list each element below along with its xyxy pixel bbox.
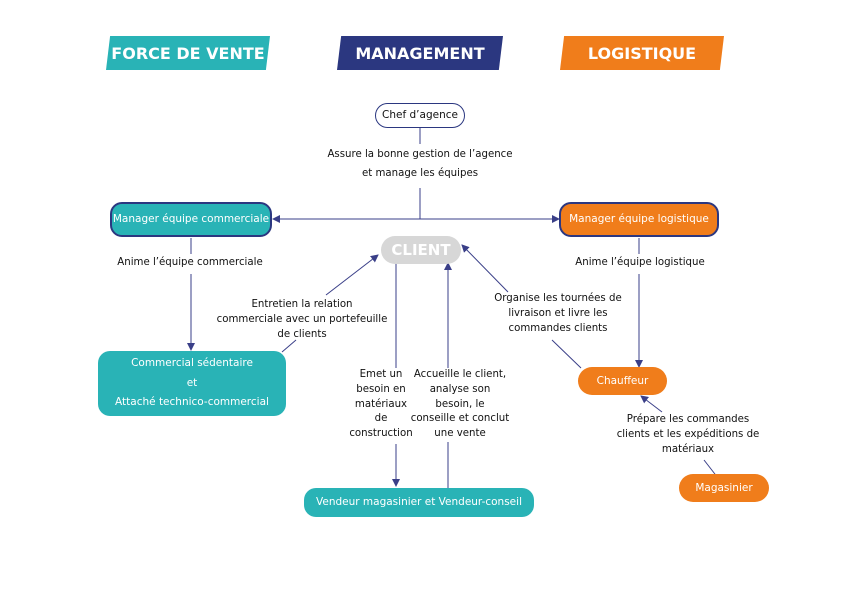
- node-client: CLIENT: [381, 236, 461, 264]
- link-chauffeur-client-a: [551, 339, 582, 369]
- banner-management: MANAGEMENT: [337, 36, 503, 70]
- label-emet-besoin: Emet un besoin en matériaux de construct…: [341, 368, 421, 442]
- label-chef-line-2: et manage les équipes: [361, 167, 479, 179]
- banner-force-de-vente: FORCE DE VENTE: [106, 36, 270, 70]
- label-emet-line-3: matériaux: [354, 398, 408, 410]
- link-chauffeur-client-b: [461, 244, 509, 293]
- label-entretien: Entretien la relation commerciale avec u…: [212, 298, 392, 342]
- link-commercial-client-b: [325, 254, 379, 296]
- label-accueille-line-2: analyse son: [429, 383, 491, 395]
- label-accueille: Accueille le client, analyse son besoin,…: [405, 368, 515, 442]
- label-emet-line-4: de: [374, 413, 388, 425]
- label-anime-logistique: Anime l’équipe logistique: [575, 257, 705, 268]
- label-prepare-line-2: clients et les expéditions de: [616, 428, 760, 440]
- commercial-line-3: Attaché technico-commercial: [115, 396, 269, 409]
- banner-logistique: LOGISTIQUE: [560, 36, 724, 70]
- node-commercial-sedentaire: Commercial sédentaire et Attaché technic…: [98, 351, 286, 416]
- node-chauffeur: Chauffeur: [578, 367, 667, 395]
- label-accueille-line-4: conseille et conclut: [410, 413, 510, 425]
- label-organise-line-3: commandes clients: [508, 322, 608, 334]
- label-prepare: Prépare les commandes clients et les exp…: [612, 413, 764, 457]
- label-entretien-line-2: commerciale avec un portefeuille: [216, 313, 388, 325]
- label-organise-line-2: livraison et livre les: [508, 307, 608, 319]
- commercial-line-2: et: [186, 376, 198, 389]
- node-vendeur: Vendeur magasinier et Vendeur-conseil: [304, 488, 534, 517]
- link-commercial-client-a: [281, 339, 297, 353]
- label-chef-line-1: Assure la bonne gestion de l’agence: [327, 149, 513, 160]
- label-prepare-line-1: Prépare les commandes: [626, 414, 750, 425]
- label-accueille-line-3: besoin, le: [435, 398, 485, 410]
- link-magasinier-chauffeur-b: [640, 395, 663, 413]
- label-accueille-line-5: une vente: [434, 428, 486, 440]
- label-prepare-line-3: matériaux: [661, 443, 715, 455]
- label-emet-line-1: Emet un: [359, 369, 403, 380]
- label-anime-commerciale: Anime l’équipe commerciale: [117, 257, 263, 268]
- label-organise: Organise les tournées de livraison et li…: [488, 292, 628, 336]
- node-magasinier: Magasinier: [679, 474, 769, 502]
- label-accueille-line-1: Accueille le client,: [413, 369, 507, 380]
- label-entretien-line-1: Entretien la relation: [251, 299, 353, 310]
- commercial-line-1: Commercial sédentaire: [131, 357, 253, 370]
- node-manager-logistique: Manager équipe logistique: [559, 202, 719, 237]
- label-emet-line-5: construction: [349, 428, 413, 440]
- node-manager-commerciale: Manager équipe commerciale: [110, 202, 272, 237]
- label-organise-line-1: Organise les tournées de: [494, 293, 622, 304]
- label-entretien-line-3: de clients: [277, 328, 327, 340]
- label-emet-line-2: besoin en: [356, 383, 406, 395]
- node-chef-agence: Chef d’agence: [375, 103, 465, 128]
- label-chef-agence-role: Assure la bonne gestion de l’agence et m…: [310, 148, 530, 182]
